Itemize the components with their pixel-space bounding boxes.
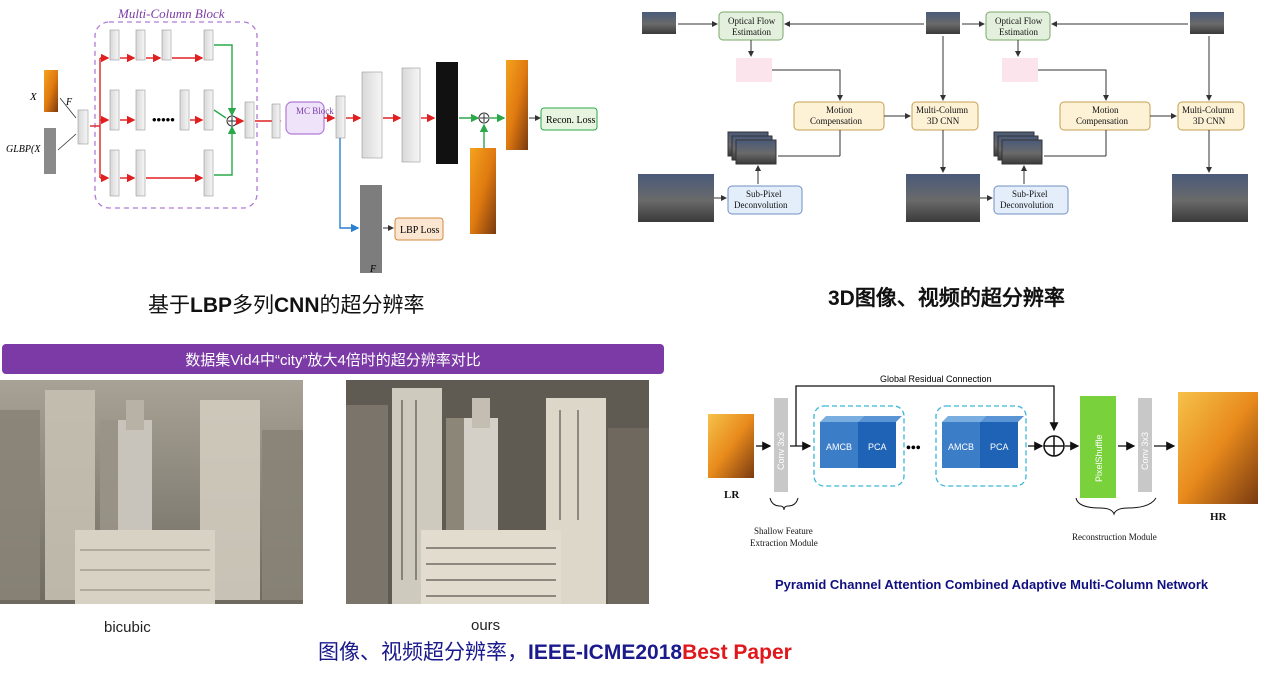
- shallow-label-1: Shallow Feature: [754, 526, 813, 536]
- column-bottom: [100, 149, 214, 197]
- amcb-group-1: [813, 405, 905, 487]
- multi-column-block: [94, 21, 258, 209]
- residual-image: [436, 62, 458, 164]
- amcb-label-1: AMCB: [826, 442, 852, 452]
- lbp-loss-label: LBP Loss: [400, 225, 439, 236]
- video-sr-diagram: Optical Flow Estimation Optical Flow Est…: [638, 11, 1248, 222]
- pixelshuffle-label: PixelShuffle: [1094, 435, 1104, 482]
- subpixel-label-2: Sub-Pixel: [1012, 189, 1048, 199]
- multicol-label-2b: 3D CNN: [1193, 116, 1226, 126]
- multicol-label-1: Multi-Column: [916, 105, 969, 115]
- motion-label-1: Motion: [826, 105, 853, 115]
- optical-flow-label-2: Optical Flow: [995, 16, 1043, 26]
- conv-block-2: [1138, 398, 1152, 492]
- multicol-label-2: Multi-Column: [1182, 105, 1235, 115]
- conv-label-1: Conv 3x3: [776, 432, 786, 470]
- lbp-caption: 基于LBP多列CNN的超分辨率: [148, 294, 425, 317]
- label-fin: F: [65, 97, 73, 108]
- ours-photo: [346, 380, 649, 604]
- footer-award: Best Paper: [682, 641, 792, 664]
- label-glbp: GLBP(X: [6, 144, 41, 155]
- bicubic-label: bicubic: [104, 619, 151, 636]
- motion-label-1b: Compensation: [810, 116, 862, 126]
- subpixel-label-2b: Deconvolution: [1000, 200, 1054, 210]
- hr-image: [506, 60, 528, 150]
- column-mid: •••••: [100, 89, 214, 131]
- pca-label-1: PCA: [868, 442, 887, 452]
- pcam-diagram: Conv 3x3 Global Residual Connection AMCB…: [708, 374, 1258, 548]
- optical-flow-label-1: Optical Flow: [728, 16, 776, 26]
- shallow-label-2: Extraction Module: [750, 538, 818, 548]
- multi-column-title: Multi-Column Block: [117, 6, 225, 21]
- ours-label: ours: [471, 617, 501, 634]
- lr-label: LR: [724, 489, 740, 501]
- motion-label-2b: Compensation: [1076, 116, 1128, 126]
- footer-caption: 图像、视频超分辨率，IEEE-ICME2018Best Paper: [318, 636, 792, 666]
- label-xl: X: [29, 91, 38, 103]
- lr-image: [708, 414, 754, 478]
- global-residual-label: Global Residual Connection: [880, 374, 992, 384]
- bicubic-photo: [0, 380, 303, 604]
- video-sr-caption: 3D图像、视频的超分辨率: [828, 287, 1065, 310]
- hr-output-image: [1178, 392, 1258, 504]
- hr-label: HR: [1210, 511, 1228, 523]
- recon-module-label: Reconstruction Module: [1072, 532, 1157, 542]
- conv-label-2: Conv 3x3: [1140, 432, 1150, 470]
- lbp-loss-box: [394, 217, 444, 241]
- amcb-group-2: [935, 405, 1027, 487]
- svg-text:•••••: •••••: [152, 112, 175, 127]
- optical-flow-label-2b: Estimation: [999, 27, 1038, 37]
- lbp-feature-image: [360, 185, 382, 273]
- subpixel-label-1b: Deconvolution: [734, 200, 788, 210]
- pixelshuffle-block: [1080, 396, 1116, 498]
- comparison-banner: 数据集Vid4中“city”放大4倍时的超分辨率对比: [2, 344, 664, 374]
- recon-loss-label: Recon. Loss: [546, 115, 596, 126]
- multicol-label-1b: 3D CNN: [927, 116, 960, 126]
- pca-label-2: PCA: [990, 442, 1009, 452]
- lbp-diagram: Multi-Column Block X GLBP(X F •••••: [6, 6, 598, 275]
- conv-block-1: [774, 398, 788, 492]
- footer-text: 图像、视频超分辨率，: [318, 641, 528, 664]
- optical-flow-label-1b: Estimation: [732, 27, 771, 37]
- motion-label-2: Motion: [1092, 105, 1119, 115]
- pcam-caption: Pyramid Channel Attention Combined Adapt…: [775, 577, 1209, 592]
- column-top: [100, 29, 214, 63]
- footer-conference: IEEE-ICME2018: [528, 641, 683, 664]
- label-flbp: F: [369, 264, 377, 275]
- subpixel-label-1: Sub-Pixel: [746, 189, 782, 199]
- bicubic-image: [470, 148, 496, 234]
- input-image-xl: [44, 70, 58, 112]
- svg-text:•••: •••: [906, 441, 921, 456]
- input-image-glbp: [44, 128, 56, 174]
- mc-block-label: MC Block: [296, 106, 334, 116]
- recon-loss-box: [540, 107, 598, 131]
- amcb-label-2: AMCB: [948, 442, 974, 452]
